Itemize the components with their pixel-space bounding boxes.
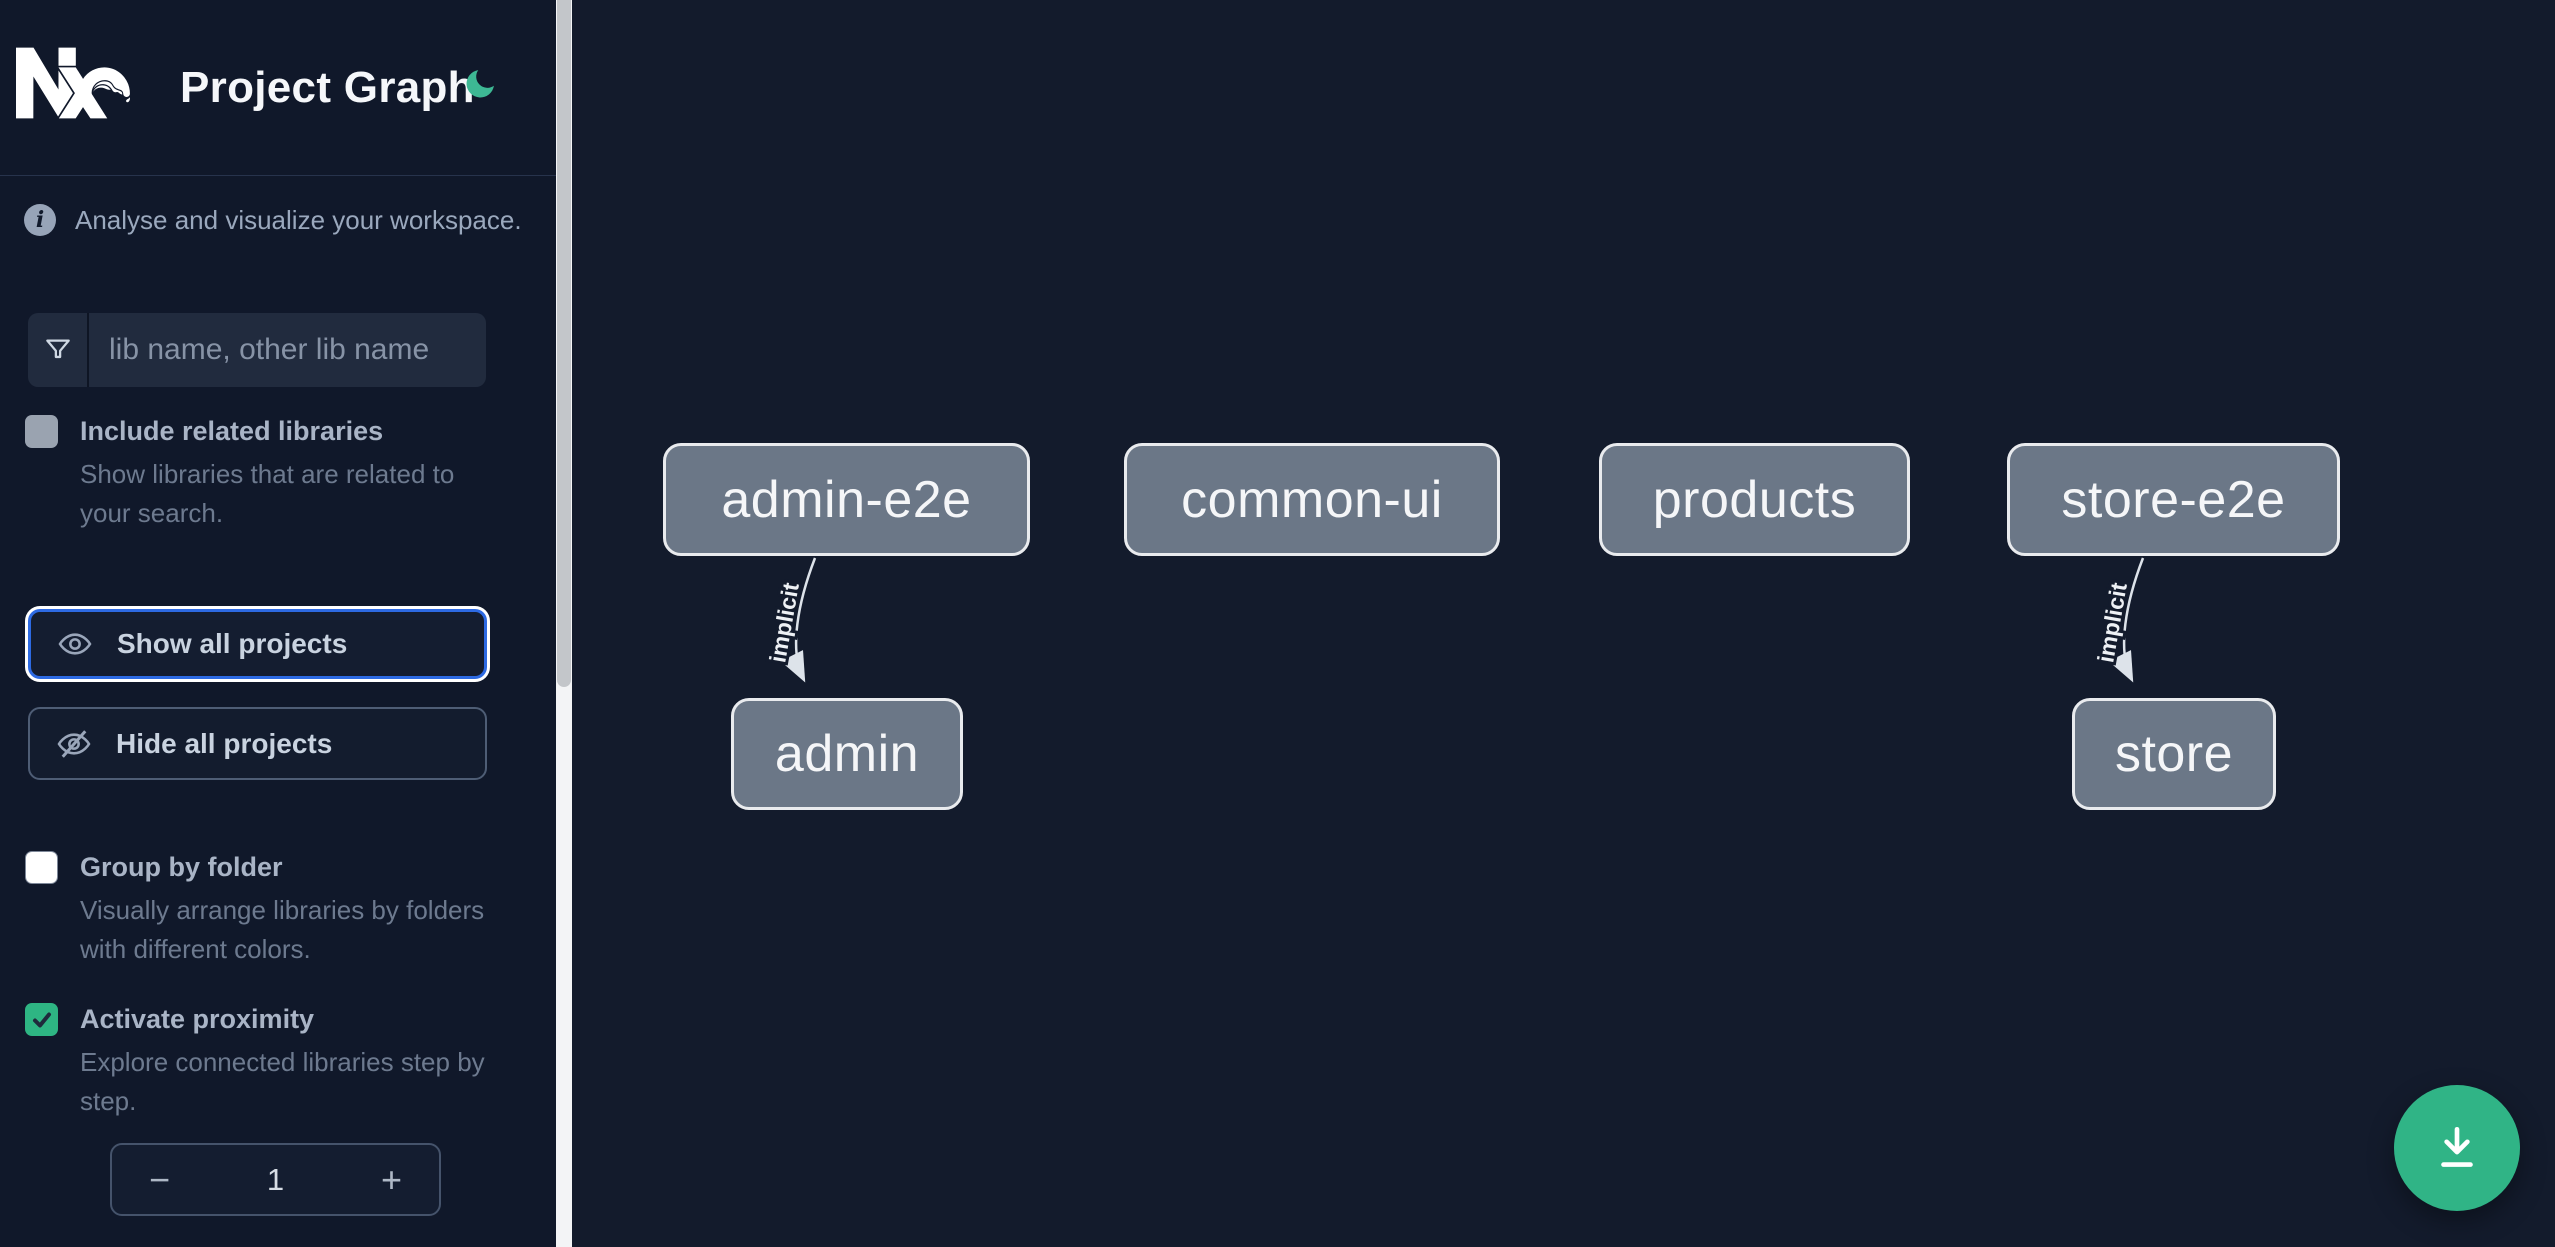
nx-logo [16, 47, 130, 119]
checkbox-group-by-folder[interactable] [25, 851, 58, 884]
sidebar-scrollbar-track [556, 0, 572, 1247]
eye-off-icon [57, 729, 91, 758]
sidebar-scrollbar-thumb[interactable] [557, 0, 571, 687]
sidebar: Project Graph i Analyse and visualize yo… [0, 0, 556, 1247]
page-title: Project Graph [180, 63, 475, 112]
proximity-stepper: − 1 + [110, 1143, 441, 1216]
workspace-tagline: Analyse and visualize your workspace. [75, 204, 522, 235]
download-icon [2441, 1127, 2473, 1167]
graph-node-admin[interactable]: admin [731, 698, 963, 810]
decrement-button[interactable]: − [112, 1145, 207, 1214]
stepper-value: 1 [266, 1161, 285, 1197]
edges-layer: implicit implicit [761, 557, 2145, 683]
search-input[interactable] [89, 313, 486, 387]
checkbox-activate-proximity[interactable] [25, 1003, 58, 1036]
hide-all-projects-button[interactable]: Hide all projects [28, 707, 487, 780]
check-icon [32, 1012, 51, 1027]
edge-store-e2e-store [2108, 557, 2145, 683]
graph-node-products[interactable]: products [1599, 443, 1910, 556]
option-description: Explore connected libraries step by step… [80, 1047, 485, 1116]
download-fab[interactable] [2394, 1085, 2520, 1211]
graph-canvas[interactable]: implicit implicit admin-e2e common-ui pr… [572, 0, 2555, 1247]
option-description: Show libraries that are related to your … [80, 459, 455, 528]
button-label: Show all projects [117, 628, 348, 659]
eye-icon [58, 633, 92, 655]
show-all-projects-button[interactable]: Show all projects [28, 609, 487, 679]
search-box [28, 313, 486, 387]
moon-icon [466, 70, 494, 98]
graph-node-store-e2e[interactable]: store-e2e [2007, 443, 2340, 556]
graph-node-admin-e2e[interactable]: admin-e2e [663, 443, 1030, 556]
option-activate-proximity[interactable]: Activate proximity Explore connected lib… [25, 1000, 485, 1121]
option-label: Group by folder [80, 852, 283, 882]
graph-node-common-ui[interactable]: common-ui [1124, 443, 1500, 556]
button-label: Hide all projects [116, 727, 333, 759]
increment-button[interactable]: + [344, 1145, 439, 1214]
checkbox-include-related[interactable] [25, 415, 58, 448]
sidebar-header: Project Graph [0, 0, 556, 176]
theme-toggle-button[interactable] [452, 56, 508, 112]
option-group-by-folder[interactable]: Group by folder Visually arrange librari… [25, 848, 484, 969]
workspace-tagline-row: i Analyse and visualize your workspace. [24, 198, 534, 242]
info-icon: i [24, 204, 56, 236]
option-description: Visually arrange libraries by folders wi… [80, 895, 485, 964]
option-include-related[interactable]: Include related libraries Show libraries… [25, 412, 468, 533]
graph-node-store[interactable]: store [2072, 698, 2276, 810]
edge-admin-e2e-admin [780, 557, 817, 683]
option-label: Activate proximity [80, 1004, 315, 1034]
option-label: Include related libraries [80, 416, 384, 446]
filter-icon [28, 313, 89, 387]
